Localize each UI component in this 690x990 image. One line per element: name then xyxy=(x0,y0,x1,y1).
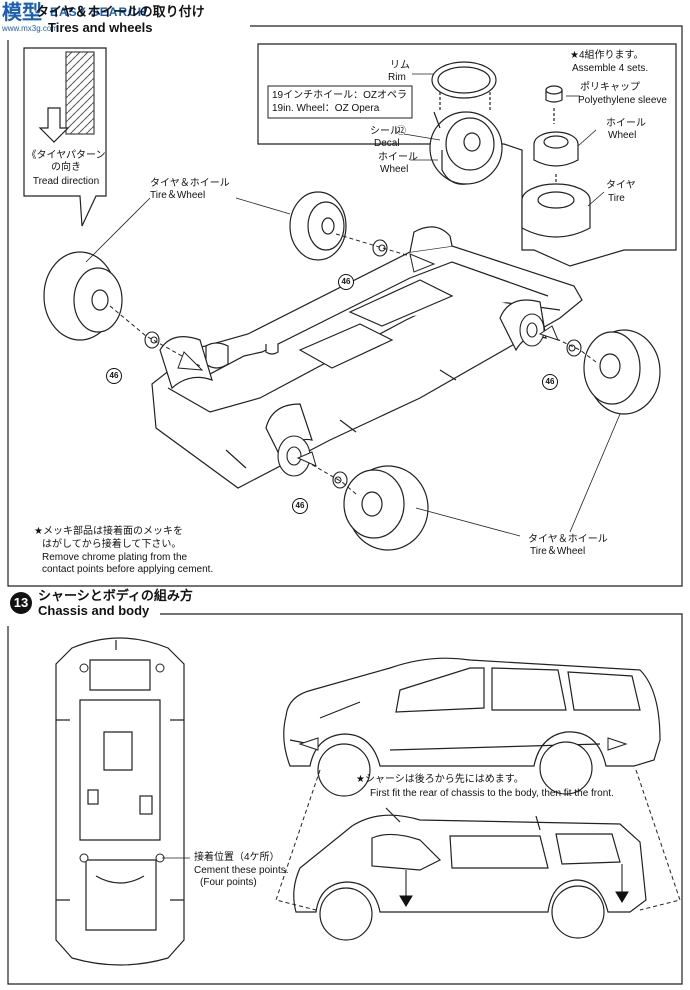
part-46-right: 46 xyxy=(542,374,558,390)
watermark-url: www.mx3g.com xyxy=(2,24,59,33)
watermark-logo: 模型 EASY SEARCH www.mx3g.com xyxy=(2,2,162,33)
fit-note-en: First fit the rear of chassis to the bod… xyxy=(370,788,614,799)
watermark-cn: 模型 xyxy=(2,2,42,24)
step12-title-en: Tires and wheels xyxy=(48,20,153,35)
car-chassis-side xyxy=(293,807,647,941)
rim-part xyxy=(431,61,497,110)
assemble-en: Assemble 4 sets. xyxy=(572,63,649,74)
polyethylene-sleeve xyxy=(545,85,563,124)
tire-wheel-right xyxy=(583,329,661,415)
tire-wheel-bottom-jp: タイヤ＆ホイール xyxy=(528,534,608,545)
tire-wheel-bottom xyxy=(343,465,429,551)
tire-part xyxy=(521,183,591,238)
cement-label-jp: 接着位置（4ケ所） xyxy=(194,852,280,863)
wheel-left-jp: ホイール xyxy=(378,152,418,163)
wheel-type-en: 19in. Wheel：OZ Opera xyxy=(272,103,380,114)
step13-title-en: Chassis and body xyxy=(38,603,150,618)
sleeve-jp: ポリキャップ xyxy=(580,82,640,93)
watermark-en: EASY SEARCH xyxy=(50,5,148,19)
tread-direction-callout xyxy=(23,47,107,227)
tread-label-en: Tread direction xyxy=(32,176,100,187)
chassis-top-view xyxy=(55,637,185,966)
tire-wheel-top xyxy=(289,191,347,261)
chrome-note-en1: Remove chrome plating from the xyxy=(42,552,188,563)
part-46-top: 46 xyxy=(338,274,354,290)
chassis-isometric xyxy=(151,226,583,489)
chrome-note-en2: contact points before applying cement. xyxy=(42,564,214,575)
wheel-with-decal xyxy=(429,111,503,185)
arrow-heads xyxy=(177,253,559,467)
brake-discs xyxy=(277,313,545,477)
tire-wheel-top-jp: タイヤ＆ホイール xyxy=(150,178,230,189)
assemble-jp: ★4組作ります。 xyxy=(570,50,644,61)
tire-wheel-left xyxy=(43,251,123,341)
car-body-arrows xyxy=(298,737,628,751)
wheel-right-en: Wheel xyxy=(608,130,637,141)
tire-wheel-leaders xyxy=(85,197,621,537)
tire-wheel-bottom-en: Tire＆Wheel xyxy=(530,546,586,557)
step12-title-jp: タイヤ＆ホイールの取り付け xyxy=(36,4,205,19)
wheel-type-box xyxy=(267,85,413,119)
decal-label-jp: シール xyxy=(370,126,400,137)
part-46-left: 46 xyxy=(106,368,122,384)
wheel-callout-leaders xyxy=(403,73,605,207)
cement-label-en2: (Four points) xyxy=(200,877,257,888)
chrome-note-jp2: はがしてから接着して下さい。 xyxy=(42,539,182,550)
fit-note-jp: ★シャーシは後ろから先にはめます。 xyxy=(356,774,524,785)
wheel-left-en: Wheel xyxy=(380,164,409,175)
tire-wheel-top-en: Tire＆Wheel xyxy=(150,190,206,201)
rim-label-jp: リム xyxy=(390,60,410,71)
decal-label-en: Decal xyxy=(374,138,400,149)
wheel-right-jp: ホイール xyxy=(606,118,646,129)
tire-label-en: Tire xyxy=(608,193,625,204)
tread-label-jp1: 《タイヤパターン xyxy=(26,150,106,161)
tread-label-jp2: の向き xyxy=(51,162,81,173)
chrome-note-jp1: ★メッキ部品は接着面のメッキを xyxy=(34,526,183,537)
body-chassis-guides xyxy=(275,769,681,911)
wheel-type-jp: 19インチホイール：OZオペラ xyxy=(272,90,408,101)
fit-arrows xyxy=(399,864,629,907)
step12-frame xyxy=(7,25,683,587)
step13-title-jp: シャーシとボディの組み方 xyxy=(38,588,193,603)
step13-number: 13 xyxy=(10,592,32,614)
sleeve-en: Polyethylene sleeve xyxy=(578,95,667,106)
rim-label-en: Rim xyxy=(388,72,406,83)
car-body-side xyxy=(283,657,661,797)
part-46-bottom: 46 xyxy=(292,498,308,514)
step13-frame xyxy=(7,613,683,985)
tire-label-jp: タイヤ xyxy=(606,180,636,191)
decal-number: ⑫ xyxy=(396,126,406,137)
cement-label-en1: Cement these points. xyxy=(194,865,289,876)
wheel-right-part xyxy=(533,131,579,190)
